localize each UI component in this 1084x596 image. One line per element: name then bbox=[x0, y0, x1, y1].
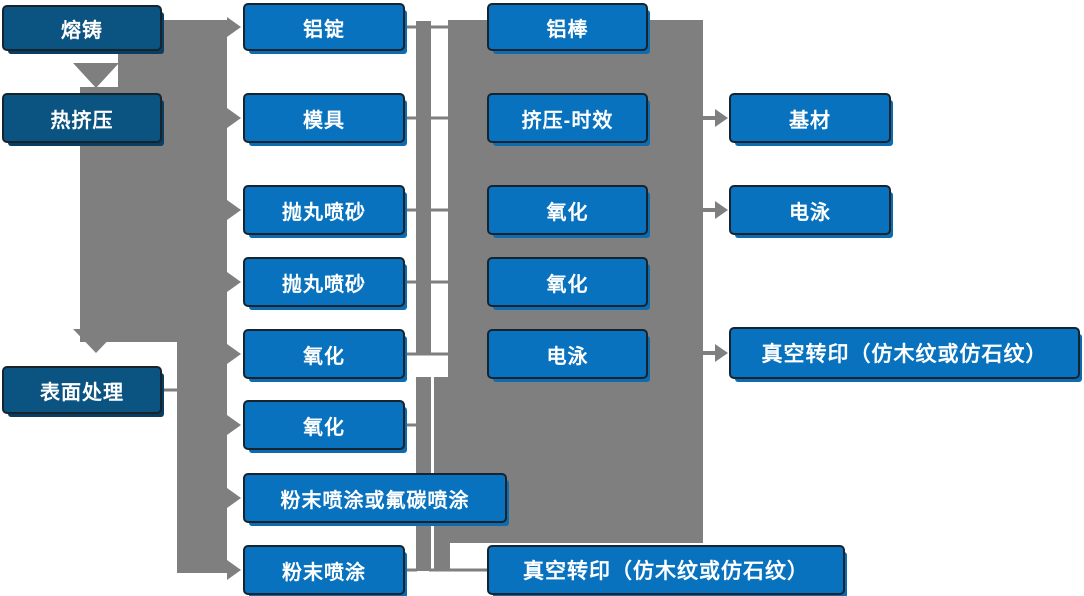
arrow-right-icon bbox=[227, 200, 241, 220]
node-extrusion-aging: 挤压-时效 bbox=[487, 93, 648, 143]
node-aluminum-rod: 铝棒 bbox=[487, 3, 648, 51]
node-base-material: 基材 bbox=[729, 93, 891, 143]
arrow-right-icon bbox=[227, 108, 241, 128]
node-vacuum-transfer-bottom: 真空转印（仿木纹或仿石纹） bbox=[487, 545, 845, 595]
node-shot-blasting-1: 抛丸喷砂 bbox=[243, 185, 405, 235]
node-vacuum-transfer-right: 真空转印（仿木纹或仿石纹） bbox=[729, 327, 1080, 379]
node-hot-extrusion: 热挤压 bbox=[2, 93, 162, 143]
mid-bar-upper bbox=[416, 21, 431, 355]
arrow-down-icon bbox=[73, 329, 119, 353]
node-oxidation-2: 氧化 bbox=[243, 400, 405, 450]
arrow-right-icon bbox=[227, 344, 241, 364]
arrow-right-icon bbox=[227, 272, 241, 292]
arrow-right-icon bbox=[715, 201, 728, 219]
node-melting-casting: 熔铸 bbox=[2, 5, 162, 51]
node-electrophoresis-1: 电泳 bbox=[487, 329, 648, 379]
node-powder-coating: 粉末喷涂 bbox=[243, 545, 405, 595]
arrow-down-icon bbox=[73, 63, 119, 88]
node-electrophoresis-2: 电泳 bbox=[729, 185, 891, 235]
arrow-right-icon bbox=[227, 415, 241, 435]
node-mold: 模具 bbox=[243, 93, 405, 143]
node-oxidation-1: 氧化 bbox=[243, 329, 405, 379]
node-shot-blasting-2: 抛丸喷砂 bbox=[243, 257, 405, 307]
node-powder-or-fluorocarbon-coating: 粉末喷涂或氟碳喷涂 bbox=[243, 473, 507, 523]
node-oxidation-4: 氧化 bbox=[487, 257, 648, 307]
left-bar-lower-part bbox=[177, 342, 227, 573]
node-oxidation-3: 氧化 bbox=[487, 185, 648, 235]
arrow-right-icon bbox=[227, 560, 241, 580]
arrow-right-icon bbox=[715, 109, 728, 127]
thin-connector-lines bbox=[162, 25, 488, 572]
node-surface-treatment: 表面处理 bbox=[2, 366, 162, 414]
arrow-right-icon bbox=[227, 488, 241, 508]
arrow-right-icon bbox=[715, 344, 728, 362]
arrow-right-icon bbox=[227, 17, 241, 37]
right-exit-arrows bbox=[703, 109, 728, 362]
node-aluminum-ingot: 铝锭 bbox=[243, 3, 405, 51]
left-bar-right-part bbox=[118, 20, 227, 342]
